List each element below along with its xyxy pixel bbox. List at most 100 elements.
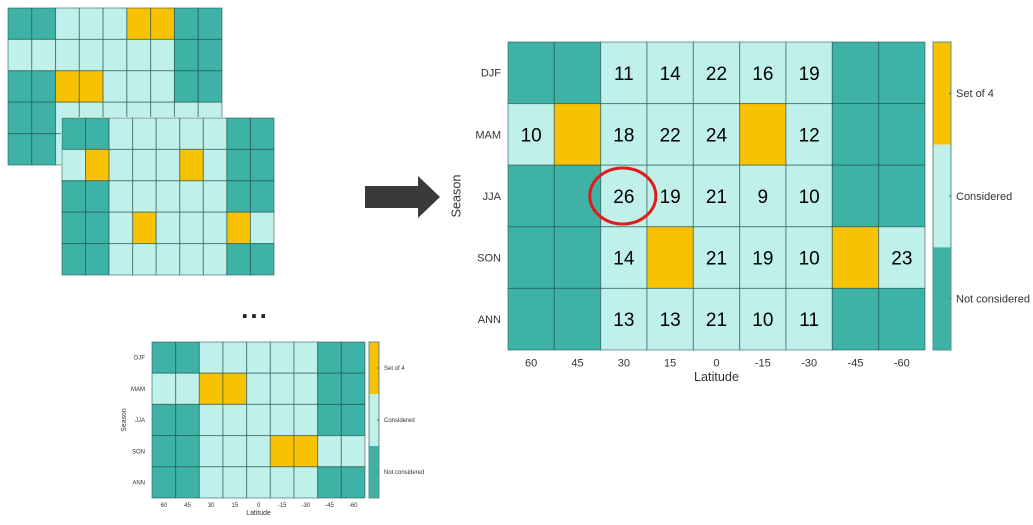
heatmap-cell xyxy=(553,164,602,228)
heatmap-cell xyxy=(7,38,33,72)
heatmap-cell xyxy=(293,403,319,437)
y-tick-label: DJF xyxy=(481,68,501,80)
heatmap-cell xyxy=(179,117,204,150)
heatmap-cell xyxy=(739,226,787,289)
heatmap-cell xyxy=(126,7,152,40)
stacked-grid-front xyxy=(61,117,275,276)
heatmap-cell xyxy=(600,287,648,351)
heatmap-cell xyxy=(269,403,295,437)
heatmap-cell xyxy=(61,117,87,150)
y-tick-label: JJA xyxy=(135,418,145,424)
heatmap-cell xyxy=(340,403,366,437)
heatmap-cell xyxy=(222,435,248,468)
heatmap-cell xyxy=(785,41,833,105)
heatmap-cell xyxy=(831,226,880,289)
cell-value: 14 xyxy=(613,249,635,270)
legend-label: Set of 4 xyxy=(956,88,994,100)
y-axis-label: Season xyxy=(121,408,128,432)
heatmap-cell xyxy=(317,466,342,499)
y-tick-label: SON xyxy=(477,252,501,264)
heatmap-cell xyxy=(55,7,80,40)
heatmap-cell xyxy=(202,117,228,150)
heatmap-cell xyxy=(31,7,57,40)
heatmap-cell xyxy=(197,38,223,72)
cell-value: 10 xyxy=(799,187,820,208)
heatmap-cell xyxy=(198,435,224,468)
arrow-icon xyxy=(365,176,440,218)
heatmap-cell xyxy=(155,180,181,213)
heatmap-cell xyxy=(226,148,251,182)
heatmap-cell xyxy=(173,7,199,40)
y-tick-label: ANN xyxy=(132,481,145,487)
heatmap-cell xyxy=(222,403,248,437)
heatmap-cell xyxy=(102,38,128,72)
heatmap-cell xyxy=(226,243,251,276)
legend-label: Not considered xyxy=(956,294,1030,306)
heatmap-cell xyxy=(151,466,177,499)
heatmap-cell xyxy=(108,180,134,213)
heatmap-cell xyxy=(317,403,342,437)
cell-value: 18 xyxy=(613,125,634,146)
heatmap-cell xyxy=(692,103,741,166)
heatmap-cell xyxy=(102,70,128,103)
x-tick-label: 30 xyxy=(208,503,215,509)
heatmap-cell xyxy=(739,164,787,228)
cell-value: 11 xyxy=(614,64,634,85)
heatmap-cell xyxy=(31,38,57,72)
heatmap-cell xyxy=(126,70,152,103)
x-tick-label: -30 xyxy=(301,503,310,509)
legend-label: Not considered xyxy=(384,470,424,476)
heatmap-cell xyxy=(269,341,295,374)
heatmap-cell xyxy=(61,148,87,182)
heatmap-cell xyxy=(222,466,248,499)
heatmap-cell xyxy=(878,41,926,105)
heatmap-cell xyxy=(878,287,926,351)
heatmap-cell xyxy=(151,341,177,374)
heatmap-cell xyxy=(878,226,926,289)
heatmap-cell xyxy=(246,341,271,374)
heatmap-cell xyxy=(155,211,181,245)
x-tick-label: -30 xyxy=(801,358,817,370)
heatmap-cell xyxy=(155,243,181,276)
heatmap-cell xyxy=(7,101,33,135)
heatmap-cell xyxy=(150,7,175,40)
heatmap-cell xyxy=(269,372,295,405)
heatmap-cell xyxy=(132,211,157,245)
x-tick-label: -60 xyxy=(894,358,910,370)
heatmap-cell xyxy=(340,466,366,499)
heatmap-cell xyxy=(179,180,204,213)
x-tick-label: 0 xyxy=(257,503,261,509)
heatmap-cell xyxy=(197,7,223,40)
heatmap-cell xyxy=(317,372,342,405)
x-tick-label: 15 xyxy=(231,503,238,509)
heatmap-cell xyxy=(831,287,880,351)
heatmap-cell xyxy=(202,211,228,245)
heatmap-cell xyxy=(202,148,228,182)
heatmap-cell xyxy=(61,243,87,276)
heatmap-cell xyxy=(173,38,199,72)
heatmap-cell xyxy=(340,435,366,468)
cell-value: 21 xyxy=(706,249,727,270)
heatmap-cell xyxy=(692,164,741,228)
heatmap-cell xyxy=(179,148,204,182)
heatmap-cell xyxy=(831,103,880,166)
cell-value: 13 xyxy=(660,310,681,331)
heatmap-cell xyxy=(246,372,271,405)
x-tick-label: 45 xyxy=(184,503,191,509)
heatmap-cell xyxy=(226,180,251,213)
heatmap-cell xyxy=(831,41,880,105)
heatmap-cell xyxy=(507,41,555,105)
heatmap-cell xyxy=(155,117,181,150)
y-tick-label: DJF xyxy=(134,356,145,362)
heatmap-cell xyxy=(785,164,833,228)
heatmap-cell xyxy=(198,341,224,374)
heatmap-cell xyxy=(878,164,926,228)
y-tick-label: ANN xyxy=(478,314,501,326)
heatmap-cell xyxy=(878,103,926,166)
heatmap-cell xyxy=(150,38,175,72)
heatmap-cell xyxy=(61,211,87,245)
heatmap-cell xyxy=(132,117,157,150)
heatmap-cell xyxy=(7,7,33,40)
